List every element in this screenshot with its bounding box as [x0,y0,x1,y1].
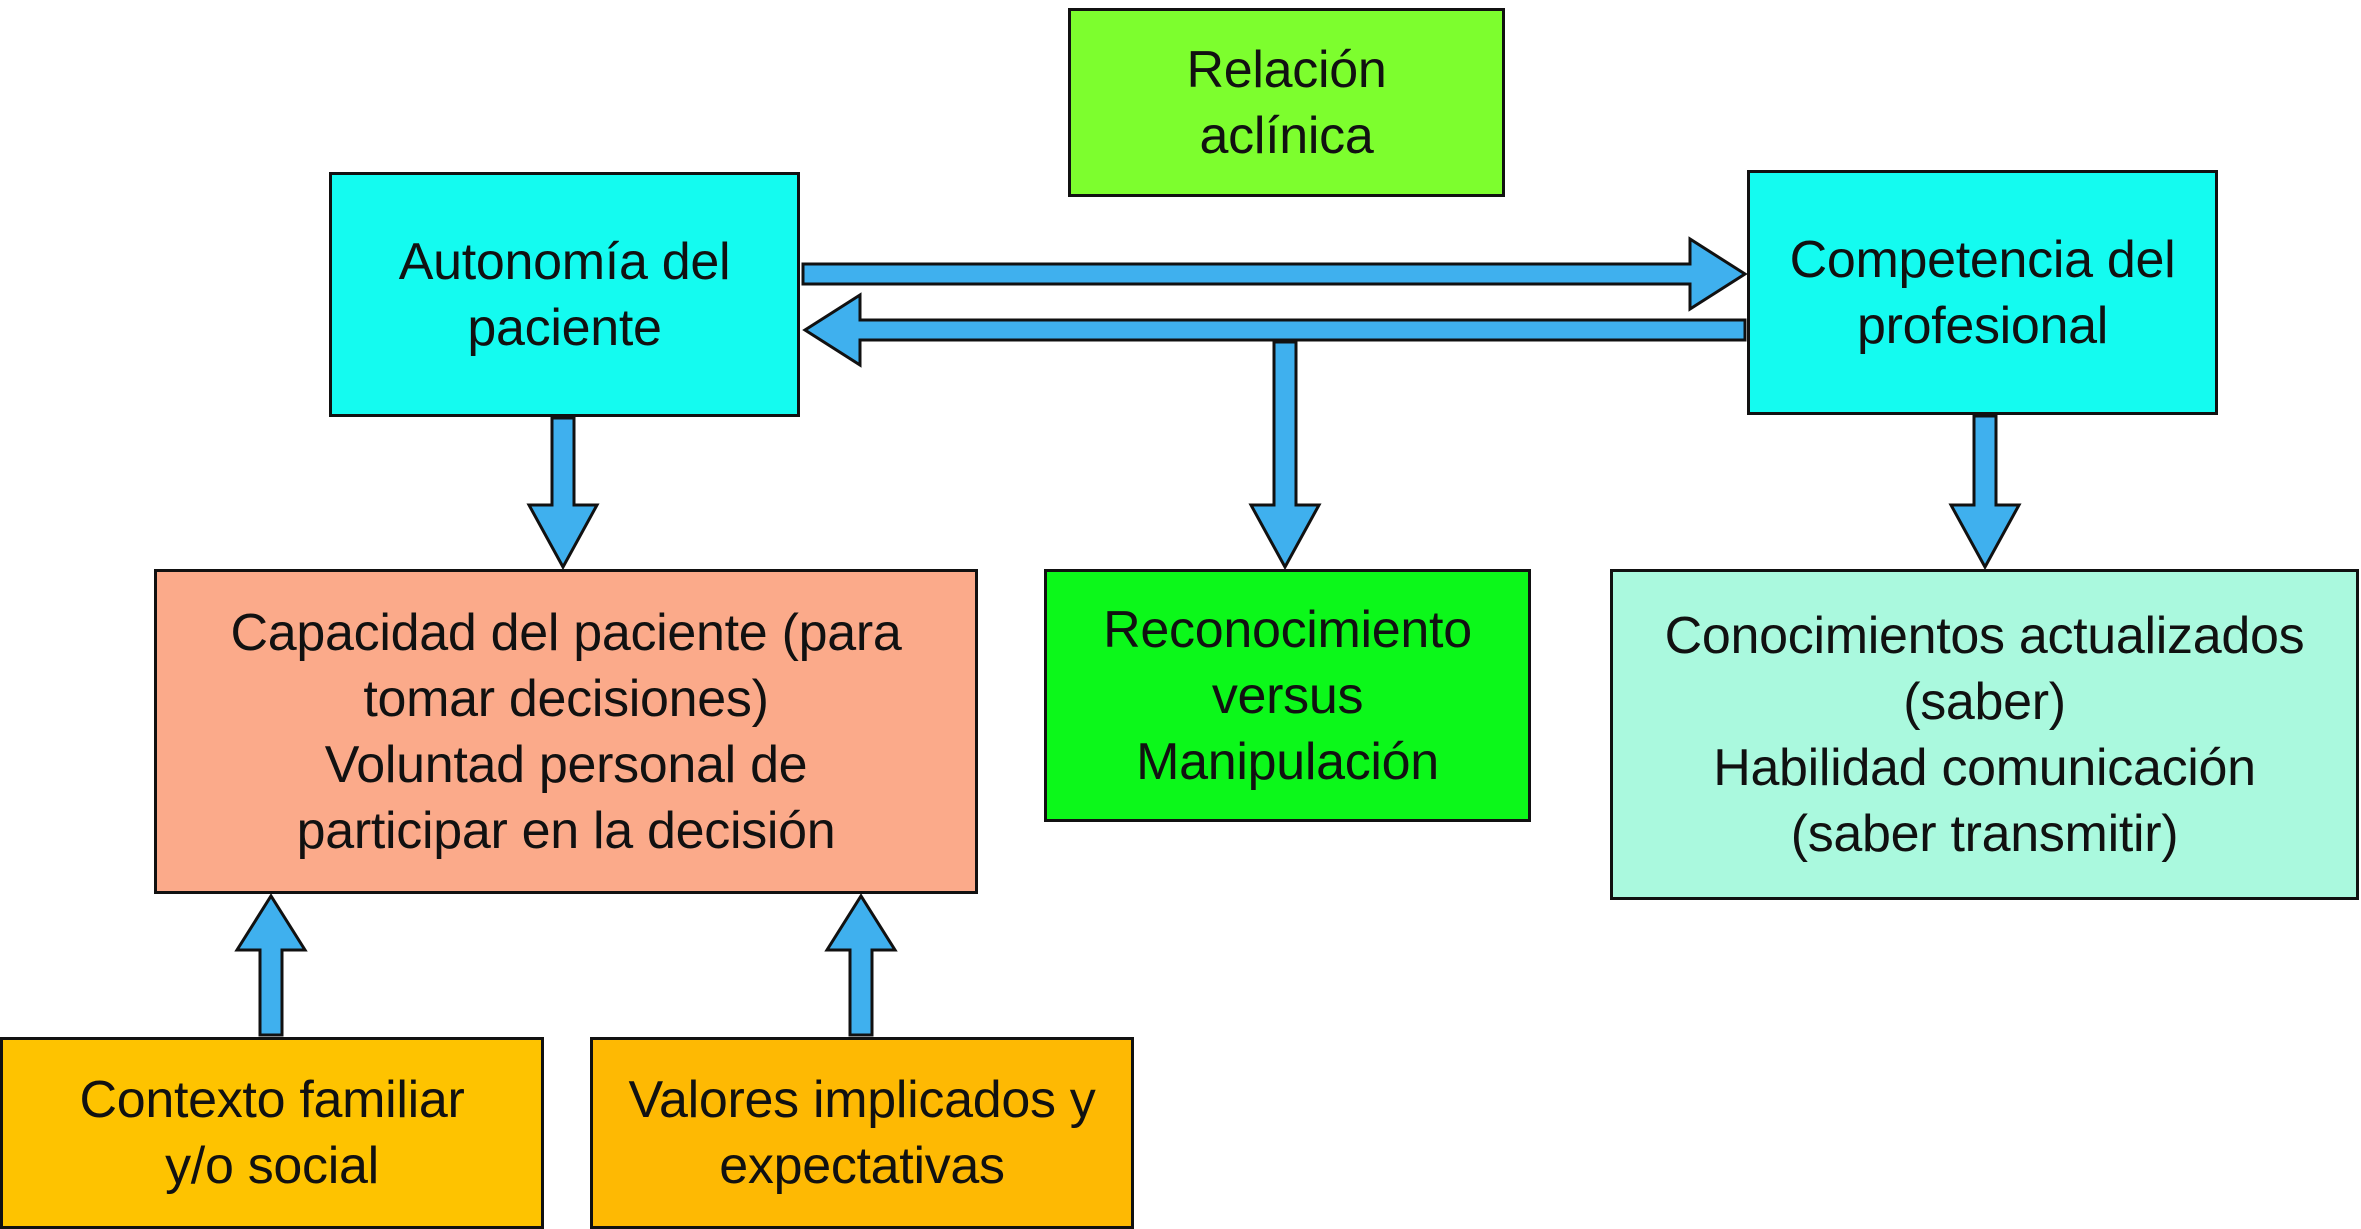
node-text-line: (saber) [1903,672,2066,731]
node-contexto-familiar: Contexto familiar y/o social [0,1037,544,1229]
node-text-line: Voluntad personal de [324,735,808,794]
node-text-line: Reconocimiento [1103,600,1472,659]
node-text-line: paciente [467,298,662,357]
node-text-line: y/o social [165,1137,379,1195]
node-relacion-aclinica: Relación aclínica [1068,8,1505,197]
node-autonomia-del-paciente: Autonomía del paciente [329,172,800,417]
arrow-center-to-reconocimiento [1248,340,1322,571]
node-conocimientos-actualizados: Conocimientos actualizados (saber) Habil… [1610,569,2359,900]
node-text-line: expectativas [719,1137,1005,1195]
node-text-line: Relación [1186,40,1387,99]
node-valores-implicados: Valores implicados y expectativas [590,1037,1134,1229]
arrow-competencia-to-autonomia [802,292,1747,368]
arrow-contexto-to-capacidad [234,893,308,1037]
node-text-line: (saber transmitir) [1790,804,2179,863]
node-capacidad-del-paciente: Capacidad del paciente (para tomar decis… [154,569,978,894]
node-text-line: Conocimientos actualizados [1664,606,2305,665]
node-text-line: Autonomía del [398,232,731,291]
arrow-autonomia-to-capacidad [526,416,600,571]
arrow-competencia-to-conocimientos [1948,414,2022,571]
node-reconocimiento-versus-manipulacion: Reconocimiento versus Manipulación [1044,569,1531,822]
node-text-line: Manipulación [1136,732,1439,791]
node-text-line: Valores implicados y [628,1071,1096,1129]
node-text-line: participar en la decisión [296,801,836,860]
node-text-line: Capacidad del paciente (para [230,603,902,662]
node-text-line: Contexto familiar [79,1071,465,1129]
node-text-line: Competencia del [1789,230,2176,289]
node-text-line: versus [1211,666,1364,725]
node-text-line: profesional [1856,296,2109,355]
node-text-line: Habilidad comunicación [1713,738,2256,797]
node-competencia-del-profesional: Competencia del profesional [1747,170,2218,415]
arrow-autonomia-to-competencia [801,236,1748,312]
node-text-line: tomar decisiones) [363,669,769,728]
node-text-line: aclínica [1199,106,1374,165]
arrow-valores-to-capacidad [824,893,898,1037]
